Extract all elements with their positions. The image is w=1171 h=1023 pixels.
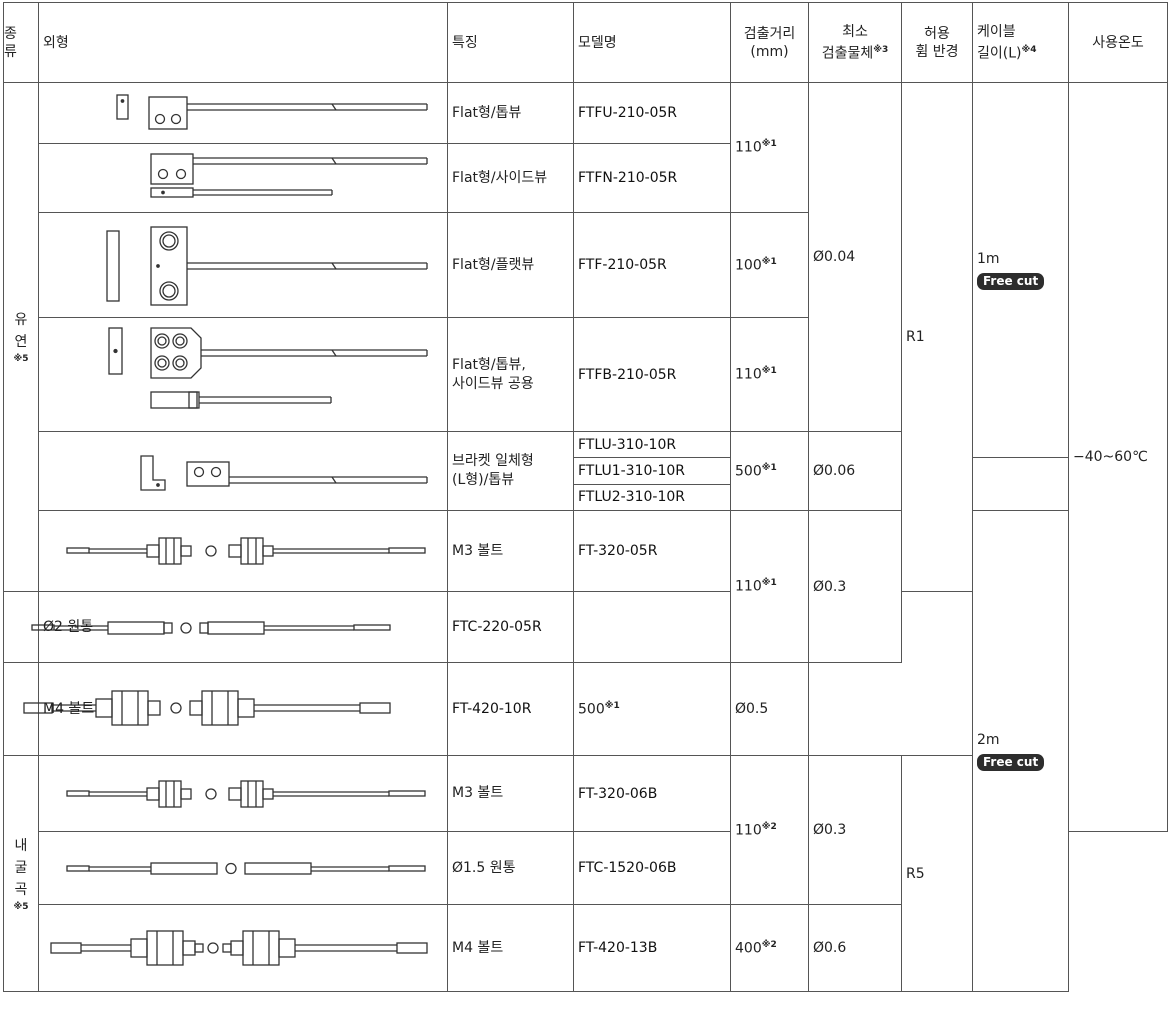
model-cell: FTC-220-05R	[447, 591, 574, 663]
model-cell: FTLU-310-10R	[573, 430, 731, 459]
feature-cell: Ø2 원통	[38, 591, 448, 663]
model-cell: FTFN-210-05R	[573, 143, 731, 213]
min-object-cell: Ø0.5	[730, 662, 809, 756]
model-cell: FTFB-210-05R	[573, 317, 731, 432]
table-row: M4 볼트 FT-420-10R 500※1 Ø0.5	[3, 662, 1168, 756]
feature-cell: M4 볼트	[447, 904, 574, 992]
table-row: M4 볼트 FT-420-13B 400※2 Ø0.6	[4, 904, 1168, 992]
model-cell: FT-320-06B	[573, 755, 731, 832]
table-row: Flat형/사이드뷰 FTFN-210-05R	[4, 143, 1168, 213]
distance-cell: 400※2	[730, 904, 809, 992]
model-cell: FTLU2-310-10R	[573, 483, 731, 512]
table-row: 내 굴 곡 ※5 M3 볼트 FT-320-06B	[3, 755, 1168, 992]
outline-drawing-ft-320-06b	[38, 755, 448, 832]
outline-drawing-ftc-1520-06b	[38, 831, 448, 905]
header-temp: 사용온도	[1068, 2, 1168, 83]
feature-cell: M3 볼트	[447, 510, 574, 592]
distance-cell: 500※1	[573, 662, 731, 756]
feature-cell: M4 볼트	[38, 662, 448, 756]
feature-cell: Flat형/톱뷰, 사이드뷰 공용	[447, 317, 574, 432]
distance-cell: 100※1	[730, 212, 809, 318]
outline-drawing-ftf	[38, 212, 448, 318]
free-cut-badge: Free cut	[977, 753, 1045, 771]
header-outline: 외형	[38, 2, 448, 83]
header-feature: 특징	[447, 2, 574, 83]
model-cell: FT-420-10R	[447, 662, 574, 756]
min-object-cell: Ø0.04	[808, 82, 902, 432]
table-row: Ø2 원통 FTC-220-05R	[3, 591, 1168, 663]
temp-cell: −40~60℃	[1068, 82, 1168, 832]
model-cell: FTFU-210-05R	[573, 82, 731, 144]
model-cell: FTLU1-310-10R	[573, 457, 731, 485]
group-flexible: 유 연 ※5	[3, 82, 39, 592]
table-row: 유 연 ※5 Flat형/톱뷰 FTFU-210-05R 110※1 Ø0.04…	[3, 81, 1168, 832]
distance-cell: 110※1	[730, 317, 809, 432]
bend-radius-cell: R5	[901, 755, 973, 992]
cable-cell: 1m Free cut	[972, 81, 1069, 459]
table-row: Ø1.5 원통 FTC-1520-06B	[4, 831, 1168, 905]
model-cell: FTF-210-05R	[573, 212, 731, 318]
spec-table: 종 류 외형 특징 모델명 검출거리 (mm) 최소 검출물체※3 허용 휨 반…	[3, 2, 1168, 992]
feature-cell: Ø1.5 원통	[447, 831, 574, 905]
model-cell: FT-320-05R	[573, 510, 731, 592]
outline-drawing-ft-420-10r	[3, 662, 391, 756]
outline-drawing-ftfb	[38, 317, 448, 432]
model-cell: FT-420-13B	[573, 904, 731, 992]
distance-cell: 110※1	[730, 510, 809, 663]
table-row: M3 볼트 FT-320-05R 110※1 Ø0.3 2m Free cut	[4, 510, 1168, 992]
table-row: Flat형/플랫뷰 FTF-210-05R 100※1	[4, 212, 1168, 318]
min-object-cell: Ø0.3	[808, 755, 902, 905]
min-object-cell: Ø0.3	[808, 510, 902, 663]
outline-drawing-ft-320-05r	[38, 510, 448, 592]
header-bend-radius: 허용 휨 반경	[901, 2, 973, 83]
header-type: 종 류	[3, 2, 39, 83]
free-cut-badge: Free cut	[977, 272, 1045, 290]
header-distance: 검출거리 (mm)	[730, 2, 809, 83]
outline-drawing-ftlu	[38, 431, 448, 511]
feature-cell: Flat형/사이드뷰	[447, 143, 574, 213]
header-model: 모델명	[573, 2, 731, 83]
distance-cell: 500※1	[730, 431, 809, 511]
min-object-cell: Ø0.06	[808, 431, 902, 511]
feature-cell: Flat형/톱뷰	[447, 82, 574, 144]
table-row: FTLU2-310-10R	[4, 483, 1168, 512]
header-min-object: 최소 검출물체※3	[808, 2, 902, 83]
distance-cell: 110※2	[730, 755, 809, 905]
header-row: 종 류 외형 특징 모델명 검출거리 (mm) 최소 검출물체※3 허용 휨 반…	[3, 2, 1168, 83]
outline-drawing-ftfn	[38, 143, 448, 213]
distance-cell: 110※1	[730, 82, 809, 213]
model-cell: FTC-1520-06B	[573, 831, 731, 905]
min-object-cell: Ø0.6	[808, 904, 902, 992]
feature-cell: M3 볼트	[447, 755, 574, 832]
group-bend-resistant: 내 굴 곡 ※5	[3, 755, 39, 992]
outline-drawing-ftfu	[38, 82, 448, 144]
feature-cell: Flat형/플랫뷰	[447, 212, 574, 318]
outline-drawing-ftc-220-05r	[3, 591, 391, 663]
table-row: 브라켓 일체형 (L형)/톱뷰 FTLU-310-10R 500※1 Ø0.06	[4, 430, 1168, 511]
cable-cell: 2m Free cut	[972, 510, 1069, 992]
outline-drawing-ft-420-13b	[38, 904, 448, 992]
header-cable: 케이블 길이(L)※4	[972, 2, 1069, 83]
feature-cell: 브라켓 일체형 (L형)/톱뷰	[447, 431, 574, 511]
bend-radius-cell: R1	[901, 82, 973, 592]
